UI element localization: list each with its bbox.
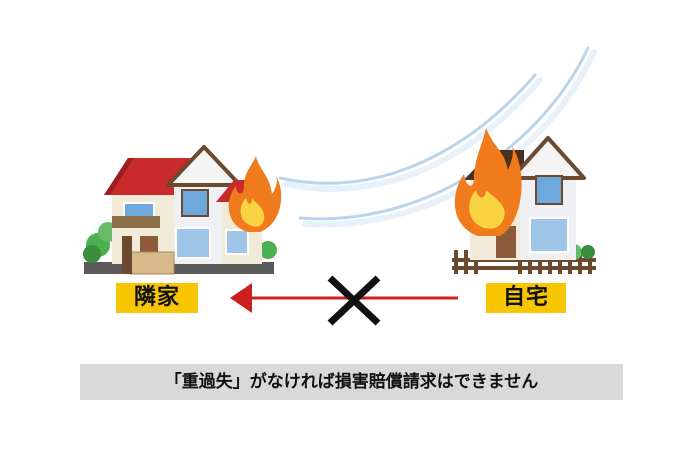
neighbor-house-icon bbox=[83, 145, 277, 275]
fire-icon bbox=[454, 128, 522, 236]
caption-banner: 「重過失」がなければ損害賠償請求はできません bbox=[80, 364, 623, 400]
neighbor-house-label: 隣家 bbox=[116, 283, 198, 313]
cross-icon bbox=[327, 275, 381, 326]
fire-icon bbox=[228, 156, 282, 232]
own-house-label: 自宅 bbox=[486, 283, 566, 313]
